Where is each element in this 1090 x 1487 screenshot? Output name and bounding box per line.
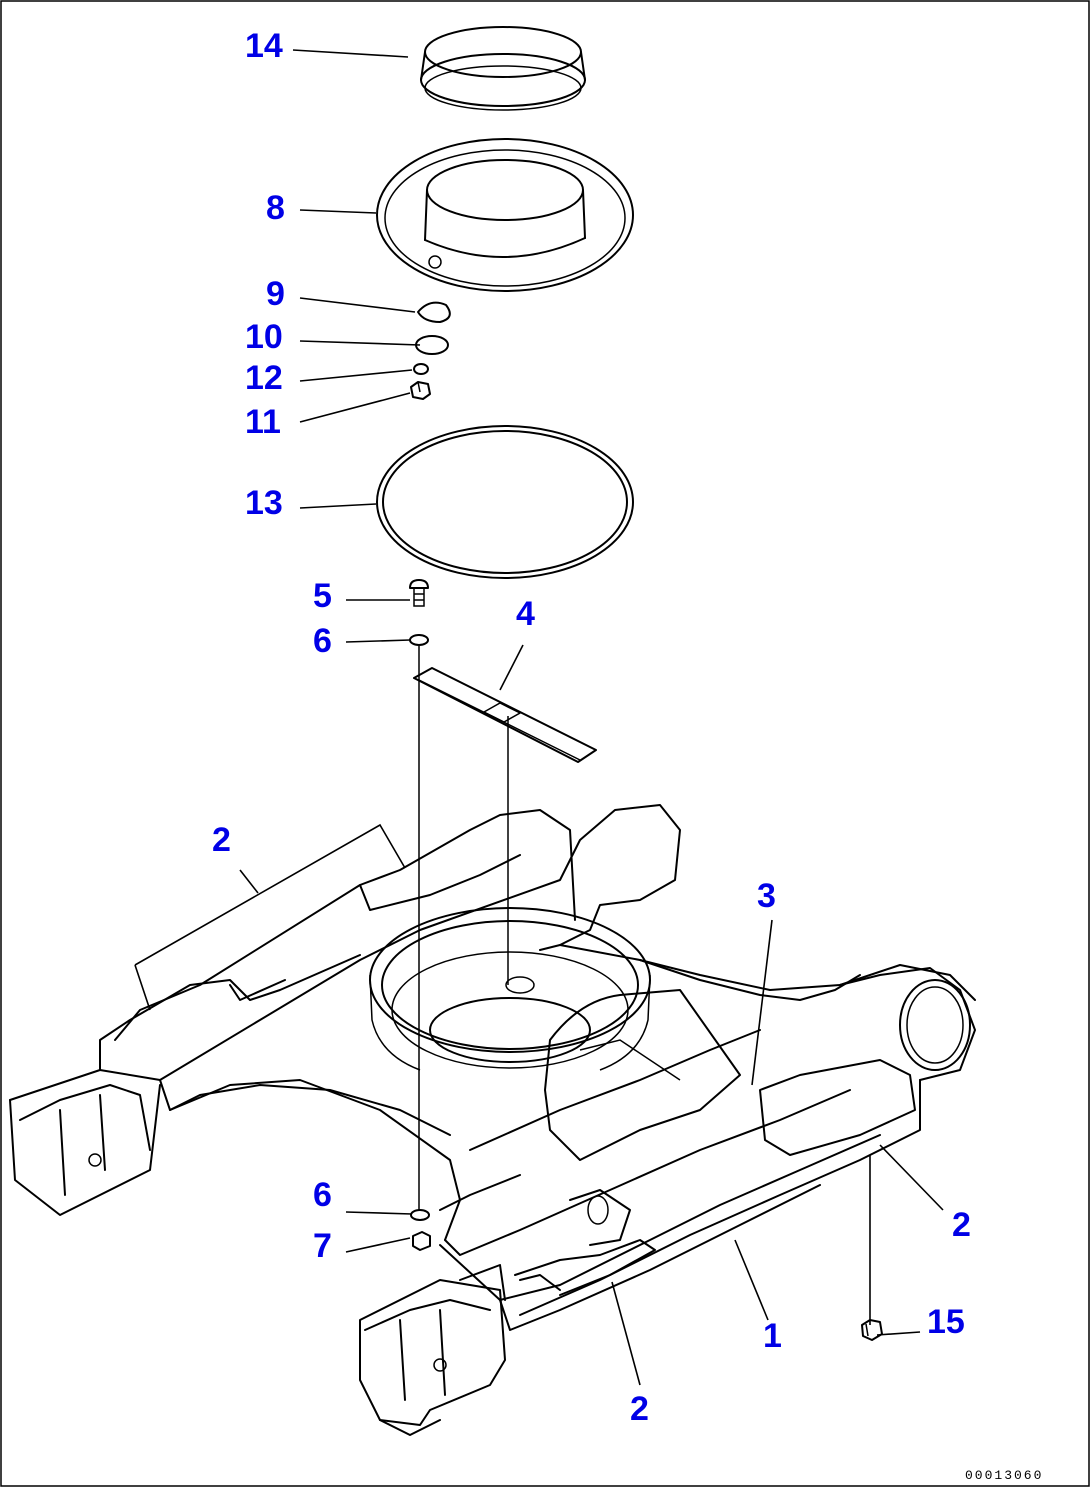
callout-13: 13 xyxy=(245,484,283,522)
callout-9: 9 xyxy=(266,275,285,313)
part-9-plate xyxy=(417,301,451,323)
part-13-o-ring xyxy=(376,425,634,579)
part-12-washer xyxy=(413,363,429,375)
callout-1: 1 xyxy=(763,1317,782,1355)
part-11-nut xyxy=(410,381,431,400)
part-6-washer-lower xyxy=(410,1209,430,1221)
part-4-plate xyxy=(413,667,597,763)
callout-15: 15 xyxy=(927,1303,965,1341)
callout-2: 2 xyxy=(212,821,231,859)
part-8-cover xyxy=(376,138,634,292)
callout-14: 14 xyxy=(245,27,283,65)
callout-10: 10 xyxy=(245,318,283,356)
figure-number: 00013060 xyxy=(965,1468,1043,1483)
callout-11: 11 xyxy=(245,403,281,441)
callout-7: 7 xyxy=(313,1227,332,1265)
callout-6: 6 xyxy=(313,1176,332,1214)
part-5-bolt xyxy=(409,579,429,607)
part-1-track-frame xyxy=(9,804,976,1436)
callout-3: 3 xyxy=(757,877,776,915)
callout-6: 6 xyxy=(313,622,332,660)
callout-8: 8 xyxy=(266,189,285,227)
part-14-ring xyxy=(420,26,586,111)
part-15-plug xyxy=(861,1319,883,1341)
callout-5: 5 xyxy=(313,577,332,615)
callout-labels: 14 8 9 10 12 11 13 5 6 4 2 3 2 6 7 1 15 … xyxy=(212,27,971,1428)
part-7-nut xyxy=(412,1231,431,1251)
callout-2: 2 xyxy=(630,1390,649,1428)
callout-2: 2 xyxy=(952,1206,971,1244)
callout-4: 4 xyxy=(516,595,535,633)
leader-lines xyxy=(134,49,944,1386)
callout-12: 12 xyxy=(245,359,283,397)
